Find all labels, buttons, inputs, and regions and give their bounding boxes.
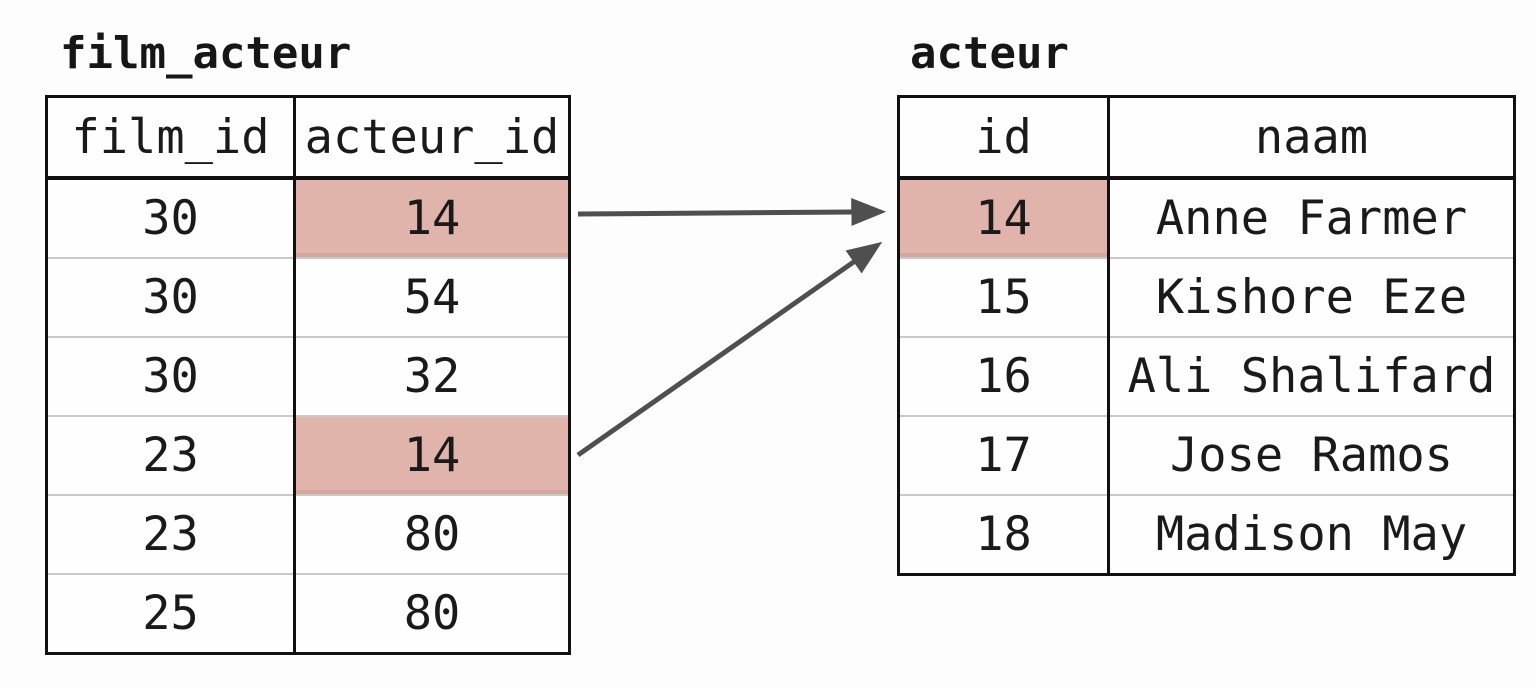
cell-film-id: 30 bbox=[46, 257, 296, 337]
table-row: 30 14 bbox=[46, 178, 570, 258]
cell-naam: Ali Shalifard bbox=[1108, 336, 1515, 416]
acteur-table-title: acteur bbox=[910, 28, 1069, 79]
column-header-acteur-id: acteur_id bbox=[294, 96, 570, 180]
cell-naam: Jose Ramos bbox=[1108, 415, 1515, 495]
table-row: 30 54 bbox=[46, 257, 570, 337]
cell-acteur-id: 32 bbox=[294, 336, 570, 416]
cell-naam: Kishore Eze bbox=[1108, 257, 1515, 337]
header-row: id naam bbox=[898, 96, 1515, 180]
table-row: 30 32 bbox=[46, 336, 570, 416]
cell-film-id: 23 bbox=[46, 494, 296, 574]
table-row: 18 Madison May bbox=[898, 494, 1515, 575]
film-acteur-table-title: film_acteur bbox=[60, 28, 352, 79]
column-header-id: id bbox=[898, 96, 1110, 180]
column-header-film-id: film_id bbox=[46, 96, 296, 180]
table-row: 15 Kishore Eze bbox=[898, 257, 1515, 337]
cell-acteur-id: 54 bbox=[294, 257, 570, 337]
table-row: 23 14 bbox=[46, 415, 570, 495]
cell-film-id: 23 bbox=[46, 415, 296, 495]
cell-acteur-id: 80 bbox=[294, 494, 570, 574]
film-acteur-table: film_id acteur_id 30 14 30 54 30 32 23 1… bbox=[45, 95, 571, 655]
cell-film-id: 30 bbox=[46, 336, 296, 416]
arrow-row1-14-to-acteur-14 bbox=[577, 198, 887, 227]
table-row: 23 80 bbox=[46, 494, 570, 574]
cell-naam: Madison May bbox=[1108, 494, 1515, 575]
arrow-row4-14-to-acteur-14 bbox=[576, 241, 883, 458]
table-row: 14 Anne Farmer bbox=[898, 178, 1515, 258]
table-row: 25 80 bbox=[46, 573, 570, 654]
cell-id: 17 bbox=[898, 415, 1110, 495]
cell-id: 16 bbox=[898, 336, 1110, 416]
header-row: film_id acteur_id bbox=[46, 96, 570, 180]
cell-acteur-id-highlighted: 14 bbox=[294, 178, 570, 258]
cell-acteur-id: 80 bbox=[294, 573, 570, 654]
cell-id: 18 bbox=[898, 494, 1110, 575]
acteur-table: id naam 14 Anne Farmer 15 Kishore Eze 16… bbox=[897, 95, 1516, 576]
cell-film-id: 25 bbox=[46, 573, 296, 654]
table-row: 16 Ali Shalifard bbox=[898, 336, 1515, 416]
column-header-naam: naam bbox=[1108, 96, 1515, 180]
cell-film-id: 30 bbox=[46, 178, 296, 258]
table-row: 17 Jose Ramos bbox=[898, 415, 1515, 495]
cell-acteur-id-highlighted: 14 bbox=[294, 415, 570, 495]
cell-id-highlighted: 14 bbox=[898, 178, 1110, 258]
cell-naam: Anne Farmer bbox=[1155, 191, 1468, 246]
cell-id: 15 bbox=[898, 257, 1110, 337]
